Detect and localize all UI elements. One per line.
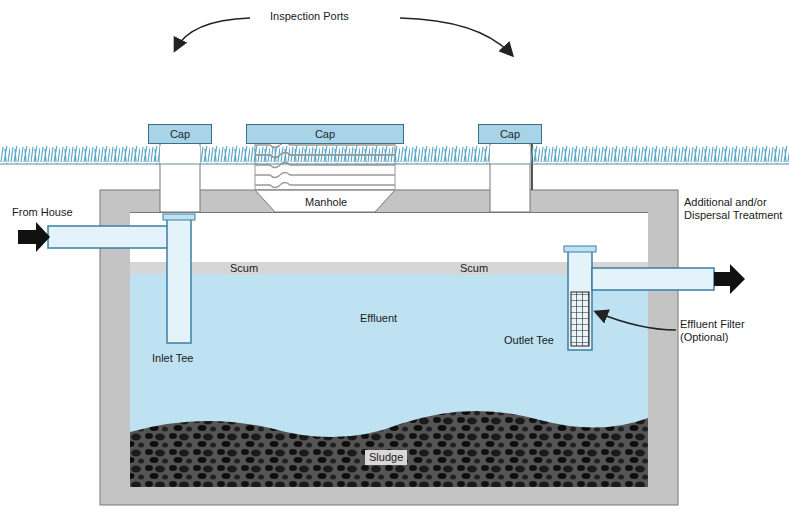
part-label: Inlet Tee [152,352,193,365]
part-label: Outlet Tee [504,334,554,347]
layer-label: Sludge [365,450,407,465]
inspection-cap: Cap [246,124,404,144]
callout-label: Effluent Filter (Optional) [680,318,780,344]
layer-label: Effluent [360,312,397,325]
flow-label: Additional and/or Dispersal Treatment [684,196,784,222]
part-label: Manhole [305,196,347,209]
inspection-cap: Cap [148,124,212,144]
layer-label: Scum [230,262,258,275]
cap-label: Cap [500,128,520,140]
layer-label: Scum [460,262,488,275]
inspection-cap: Cap [478,124,542,144]
flow-label: From House [12,206,73,219]
cap-label: Cap [315,128,335,140]
cap-label: Cap [170,128,190,140]
callout-label: Inspection Ports [270,10,349,23]
